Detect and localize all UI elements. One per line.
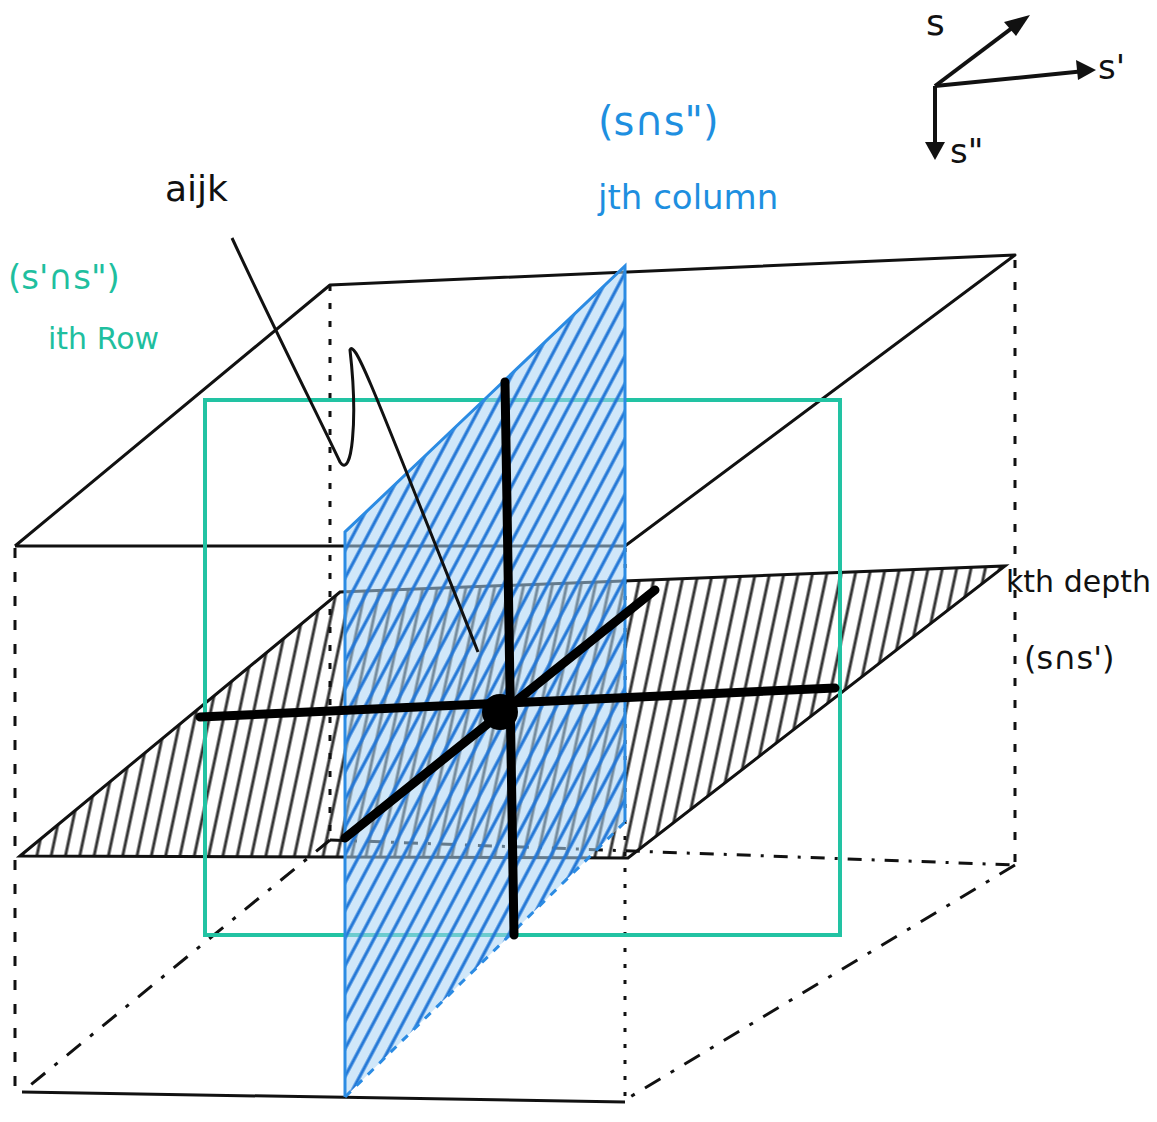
axis-label: s <box>926 2 945 43</box>
plane-label: (s∩s') <box>1024 640 1115 677</box>
leader-line <box>232 238 478 652</box>
plane-label: jth column <box>598 178 778 217</box>
element-axes <box>200 382 835 935</box>
axis-label: s' <box>1098 48 1125 87</box>
column-plane <box>345 266 625 1097</box>
plane-label: kth depth <box>1006 565 1151 600</box>
cube-edges <box>15 255 1015 1102</box>
element-label: aijk <box>165 168 228 209</box>
axis-label: s" <box>950 132 983 171</box>
plane-label: (s'∩s") <box>8 258 120 297</box>
plane-label: ith Row <box>48 322 159 357</box>
plane-label: (s∩s") <box>598 98 719 144</box>
cube-hidden-edges <box>15 260 1015 1100</box>
element-point <box>482 694 518 730</box>
